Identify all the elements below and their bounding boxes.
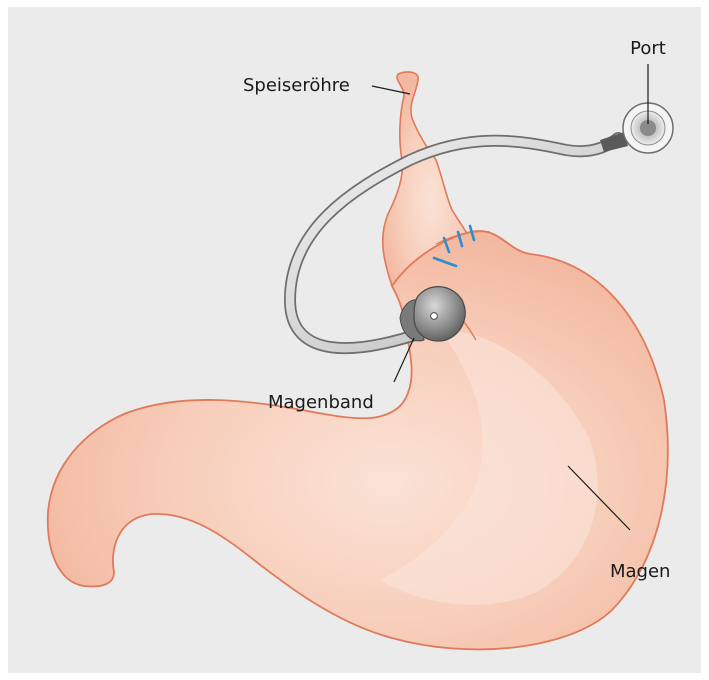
port-label: Port <box>630 38 666 59</box>
stomach-label: Magen <box>610 561 670 582</box>
esophagus-label: Speiseröhre <box>243 75 350 96</box>
band-label: Magenband <box>268 392 374 413</box>
